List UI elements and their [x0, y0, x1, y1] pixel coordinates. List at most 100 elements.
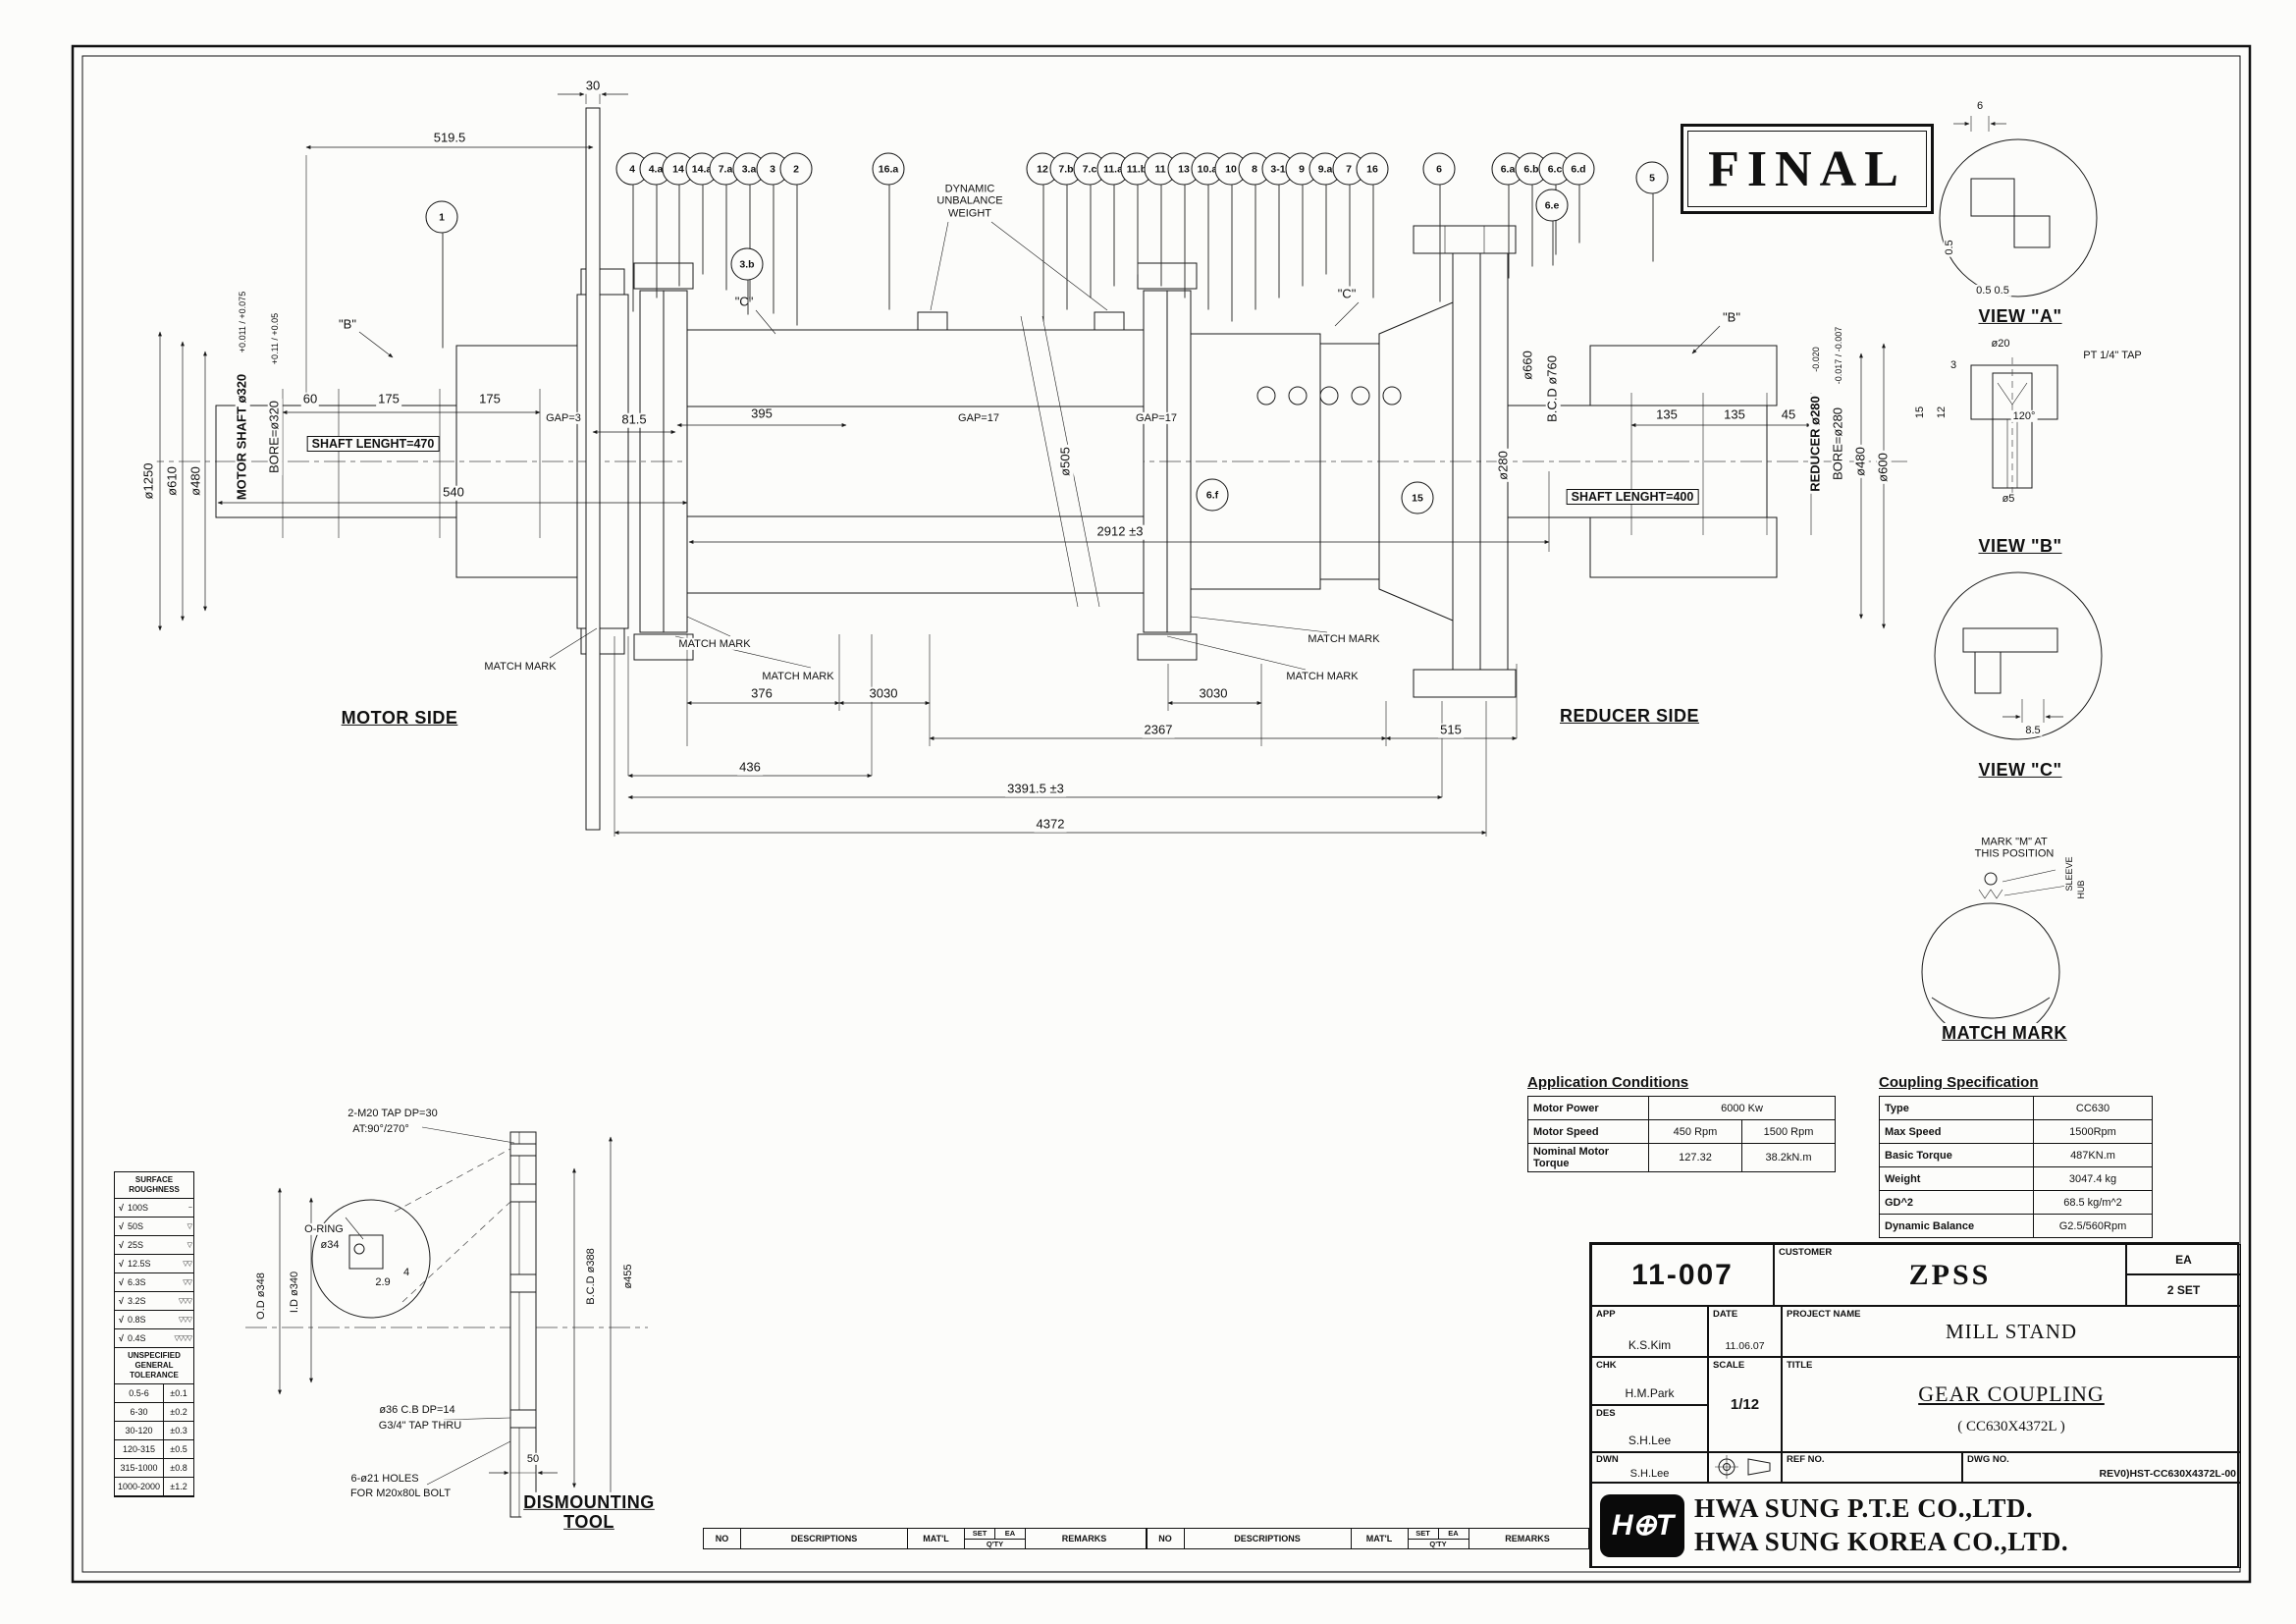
- app-conditions-label: Motor Power: [1527, 1096, 1649, 1120]
- roughness-symbol-icon: √: [119, 1240, 124, 1250]
- col-no: NO: [704, 1529, 741, 1548]
- col-matl: MAT'L: [1352, 1529, 1409, 1548]
- tolerance-value: ±0.1: [170, 1388, 187, 1398]
- app-conditions-value: 127.32: [1648, 1143, 1742, 1172]
- col-qty: SET EA Q'TY: [965, 1529, 1026, 1548]
- coupling-spec-label: GD^2: [1879, 1190, 2034, 1215]
- tolerance-row: 6-30 ±0.2: [115, 1403, 193, 1422]
- tolerance-row: 30-120±0.3: [115, 1422, 193, 1440]
- drawing-title: GEAR COUPLING: [1918, 1381, 2105, 1406]
- scale-cell: SCALE 1/12: [1708, 1357, 1782, 1452]
- final-stamp-text: FINAL: [1708, 140, 1906, 197]
- projection-symbol-cell: [1708, 1452, 1782, 1483]
- final-stamp: FINAL: [1681, 124, 1934, 214]
- roughness-value: 25S: [128, 1240, 144, 1250]
- parts-list-header-group: NO DESCRIPTIONS MAT'L SET EA Q'TY REMARK…: [703, 1528, 1147, 1549]
- dwn-name: S.H.Lee: [1629, 1468, 1670, 1480]
- chk-name: H.M.Park: [1625, 1386, 1675, 1400]
- customer-cell: CUSTOMER ZPSS: [1774, 1244, 2126, 1306]
- third-angle-projection-icon: [1715, 1455, 1771, 1479]
- dwg-no-value: REV0)HST-CC630X4372L-00: [2099, 1468, 2236, 1480]
- tolerance-value: ±0.2: [170, 1407, 187, 1417]
- app-conditions-value: 38.2kN.m: [1741, 1143, 1836, 1172]
- app-conditions-value: 450 Rpm: [1648, 1119, 1742, 1144]
- surface-roughness-table: SURFACE ROUGHNESS √100S~√50S▽√25S▽√12.5S…: [114, 1171, 194, 1497]
- des-label: DES: [1596, 1408, 1616, 1419]
- app-conditions-value: 1500 Rpm: [1741, 1119, 1836, 1144]
- dwg-no-label: DWG NO.: [1967, 1454, 2009, 1465]
- roughness-row: √100S~: [115, 1199, 193, 1218]
- coupling-spec-label: Type: [1879, 1096, 2034, 1120]
- company-logo: H⊕T: [1600, 1493, 1684, 1557]
- roughness-symbol-icon: √: [119, 1333, 124, 1343]
- date-cell: DATE 11.06.07: [1708, 1306, 1782, 1357]
- col-no: NO: [1148, 1529, 1185, 1548]
- app-conditions-label: Nominal Motor Torque: [1527, 1143, 1649, 1172]
- col-qty: SET EA Q'TY: [1408, 1529, 1469, 1548]
- date-value: 11.06.07: [1725, 1340, 1765, 1352]
- roughness-symbol-icon: √: [119, 1277, 124, 1287]
- general-tolerance-title: UNSPECIFIED GENERAL TOLERANCE: [115, 1348, 193, 1384]
- tolerance-value: ±0.8: [170, 1463, 187, 1473]
- title-cell: TITLE GEAR COUPLING ( CC630X4372L ): [1782, 1357, 2241, 1452]
- col-ea: EA: [1448, 1529, 1459, 1538]
- roughness-row: √12.5S▽▽: [115, 1255, 193, 1273]
- project-name: MILL STAND: [1945, 1319, 2078, 1343]
- title-label: TITLE: [1787, 1360, 1813, 1371]
- col-set: SET: [965, 1529, 995, 1539]
- roughness-symbol-icon: √: [119, 1296, 124, 1306]
- coupling-specification-title: Coupling Specification: [1879, 1074, 2039, 1091]
- roughness-grade-marks: ▽: [187, 1242, 192, 1249]
- col-remarks: REMARKS: [1061, 1534, 1107, 1543]
- ref-no-cell: REF NO.: [1782, 1452, 1962, 1483]
- roughness-grade-marks: ▽▽: [183, 1261, 192, 1268]
- parts-list-header: NO DESCRIPTIONS MAT'L SET EA Q'TY REMARK…: [703, 1528, 1589, 1549]
- tolerance-row: 1000-2000±1.2: [115, 1478, 193, 1496]
- tolerance-range: 30-120: [115, 1422, 164, 1439]
- roughness-value: 6.3S: [128, 1277, 146, 1287]
- roughness-row: √6.3S▽▽: [115, 1273, 193, 1292]
- customer-name: ZPSS: [1908, 1258, 1992, 1291]
- roughness-value: 3.2S: [128, 1296, 146, 1306]
- company-name-2: HWA SUNG KOREA CO.,LTD.: [1694, 1526, 2069, 1556]
- dwn-label: DWN: [1596, 1454, 1619, 1465]
- app-conditions-value: 6000 Kw: [1648, 1096, 1836, 1120]
- tolerance-value: ±0.5: [170, 1444, 187, 1454]
- tolerance-range: 6-30: [115, 1403, 164, 1421]
- set-qty-value: 2 SET: [2166, 1283, 2201, 1297]
- des-name: S.H.Lee: [1628, 1434, 1672, 1447]
- ea-value: EA: [2175, 1252, 2192, 1267]
- coupling-spec-value: 68.5 kg/m^2: [2033, 1190, 2153, 1215]
- set-qty-cell: 2 SET: [2126, 1274, 2241, 1306]
- roughness-value: 0.4S: [128, 1333, 146, 1343]
- customer-label: CUSTOMER: [1779, 1247, 1833, 1258]
- coupling-spec-value: 487KN.m: [2033, 1143, 2153, 1167]
- roughness-grade-marks: ▽: [187, 1223, 192, 1230]
- col-qty-label: Q'TY: [986, 1539, 1004, 1548]
- coupling-spec-value: 1500Rpm: [2033, 1119, 2153, 1144]
- roughness-row: √3.2S▽▽▽: [115, 1292, 193, 1311]
- col-desc: DESCRIPTIONS: [741, 1529, 908, 1548]
- dwg-no-cell: DWG NO. REV0)HST-CC630X4372L-00: [1962, 1452, 2241, 1483]
- final-stamp-inner-border: [1687, 131, 1927, 207]
- coupling-spec-value: CC630: [2033, 1096, 2153, 1120]
- dwn-cell: DWN S.H.Lee: [1591, 1452, 1708, 1483]
- drawing-index-cell: 11-007: [1591, 1244, 1774, 1306]
- app-name: K.S.Kim: [1628, 1338, 1672, 1352]
- company-name-1: HWA SUNG P.T.E CO.,LTD.: [1694, 1492, 2034, 1523]
- tolerance-range: 120-315: [115, 1440, 164, 1458]
- des-cell: DES S.H.Lee: [1591, 1405, 1708, 1452]
- roughness-value: 100S: [128, 1203, 149, 1213]
- app-label: APP: [1596, 1309, 1616, 1320]
- chk-label: CHK: [1596, 1360, 1617, 1371]
- coupling-spec-value: G2.5/560Rpm: [2033, 1214, 2153, 1238]
- col-ea: EA: [1004, 1529, 1016, 1538]
- roughness-value: 12.5S: [128, 1259, 151, 1269]
